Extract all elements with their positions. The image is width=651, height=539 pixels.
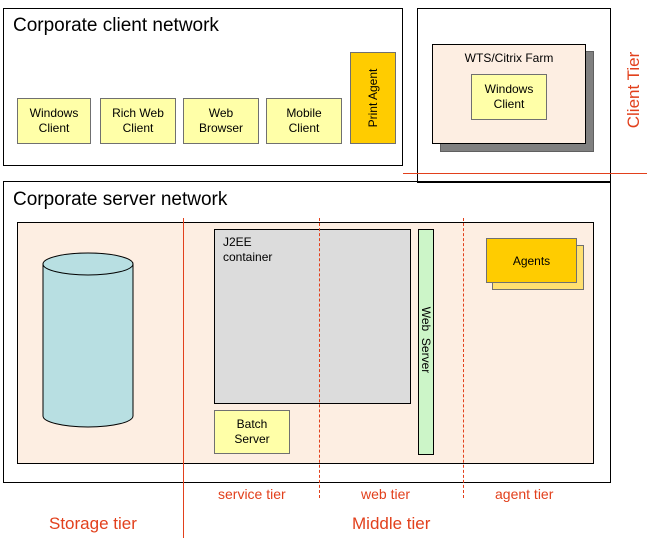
server-network-title: Corporate server network [13,189,228,210]
j2ee-container-box [214,229,411,404]
batch-server-label: Batch Server [234,417,270,446]
client-tier-separator [403,173,647,174]
service-tier-label: service tier [218,486,286,502]
windows-client-label: Windows Client [29,106,79,135]
web-server-box: Web Server [418,229,434,455]
client-tier-label: Client Tier [624,51,643,129]
web-browser-label: Web Browser [198,106,243,135]
rich-web-client-label: Rich Web Client [112,106,164,135]
service-web-separator [319,218,320,498]
wts-windows-client-label: Windows Client [484,82,534,111]
agents-box: Agents [486,238,577,283]
mobile-client-box: Mobile Client [266,98,342,144]
middle-tier-label: Middle tier [352,514,431,533]
client-network-title: Corporate client network [13,15,219,36]
batch-server-box: Batch Server [214,410,290,454]
server-network-panel [3,181,611,483]
wts-windows-client-box: Windows Client [471,74,547,120]
print-agent-box: Print Agent [350,52,396,144]
windows-client-box: Windows Client [17,98,91,144]
agent-tier-label: agent tier [495,486,554,502]
agents-label: Agents [512,253,551,268]
web-server-label: Web Server [419,306,433,374]
database-cylinder [42,252,134,428]
web-browser-box: Web Browser [183,98,259,144]
mobile-client-label: Mobile Client [286,106,322,135]
wts-farm-title: WTS/Citrix Farm [464,51,554,65]
storage-middle-separator [183,218,184,538]
rich-web-client-box: Rich Web Client [100,98,176,144]
storage-tier-label: Storage tier [49,514,137,533]
print-agent-label: Print Agent [366,68,380,128]
web-tier-label: web tier [361,486,411,502]
j2ee-container-label: J2EE container [223,235,273,264]
web-agent-separator [463,218,464,498]
